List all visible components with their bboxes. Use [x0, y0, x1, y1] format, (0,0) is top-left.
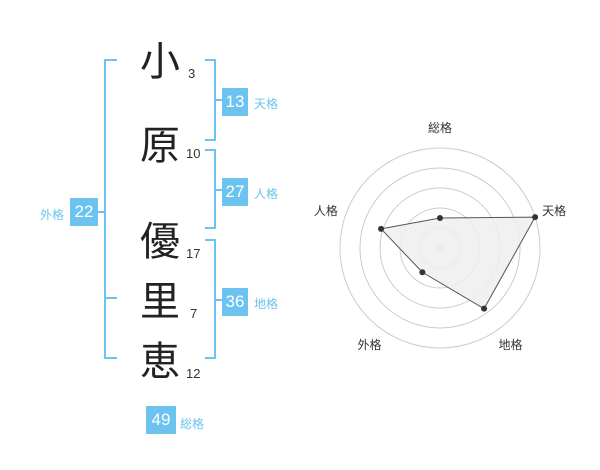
gaikaku-label: 外格 — [40, 208, 65, 222]
radar-point-1 — [437, 215, 443, 221]
soukaku-label: 総格 — [180, 417, 205, 431]
radar-polygon — [380, 216, 536, 310]
name-char-5: 恵 — [140, 339, 180, 385]
name-char-1: 小 — [140, 39, 180, 85]
radar-axis-label-3: 地格 — [499, 337, 523, 352]
tenkaku-value: 13 — [222, 88, 248, 116]
stroke-count-1: 3 — [188, 66, 196, 81]
radar-axis-label-1: 総格 — [428, 120, 452, 135]
radar-axis-label-2: 天格 — [542, 203, 566, 218]
chikaku-value: 36 — [222, 288, 248, 316]
stroke-count-3: 17 — [186, 246, 201, 261]
radar-point-3 — [481, 305, 488, 312]
radar-ring — [339, 147, 541, 349]
tenkaku-label: 天格 — [254, 97, 279, 111]
chikaku-label: 地格 — [254, 297, 279, 311]
radar-point-4 — [419, 269, 426, 276]
gaikaku-value: 22 — [70, 198, 98, 226]
radar-point-2 — [532, 214, 539, 221]
name-char-3: 優 — [140, 219, 180, 265]
jinkaku-label: 人格 — [254, 187, 279, 201]
soukaku-value: 49 — [146, 406, 176, 434]
name-char-4: 里 — [140, 279, 180, 325]
stroke-count-2: 10 — [186, 146, 201, 161]
stroke-count-4: 7 — [190, 306, 198, 321]
radar-ring — [359, 167, 521, 329]
radar-point-5 — [378, 225, 385, 232]
stroke-count-5: 12 — [186, 366, 201, 381]
radar-axis-label-4: 外格 — [357, 337, 381, 352]
jinkaku-value: 27 — [222, 178, 248, 206]
name-char-2: 原 — [140, 123, 180, 169]
radar-axis-label-5: 人格 — [314, 203, 338, 218]
gaikaku-bracket — [104, 59, 117, 359]
